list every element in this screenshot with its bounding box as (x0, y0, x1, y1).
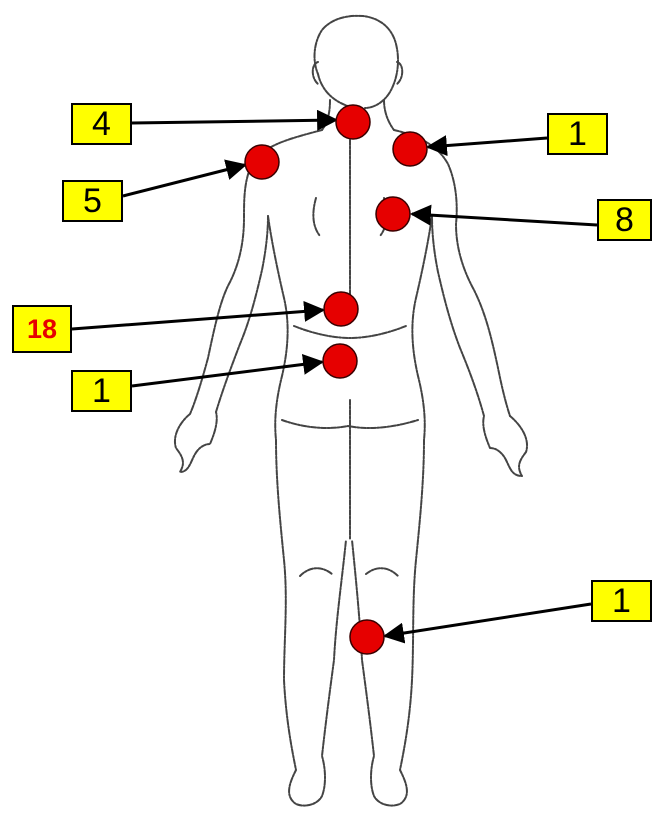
arrow-upper-back (412, 214, 597, 225)
marker-lower-back (324, 292, 358, 326)
marker-sacrum (323, 344, 357, 378)
label-sacrum: 1 (71, 370, 132, 412)
arrow-right-shoulder (428, 138, 547, 147)
label-upper-back: 8 (597, 199, 652, 241)
markers (245, 105, 427, 654)
label-left-shoulder: 5 (62, 180, 123, 222)
marker-right-shoulder (393, 132, 427, 166)
marker-upper-back (376, 197, 410, 231)
marker-knee (350, 620, 384, 654)
marker-left-shoulder (245, 145, 279, 179)
arrow-knee (385, 604, 591, 636)
arrow-neck (132, 120, 336, 123)
label-lower-back: 18 (12, 305, 72, 353)
arrow-left-shoulder (123, 165, 245, 196)
marker-neck (336, 105, 370, 139)
label-neck: 4 (71, 103, 132, 145)
arrow-sacrum (132, 362, 322, 386)
label-knee: 1 (591, 580, 652, 622)
label-right-shoulder: 1 (547, 113, 608, 155)
arrow-lines (72, 120, 597, 636)
arrow-lower-back (72, 310, 323, 329)
